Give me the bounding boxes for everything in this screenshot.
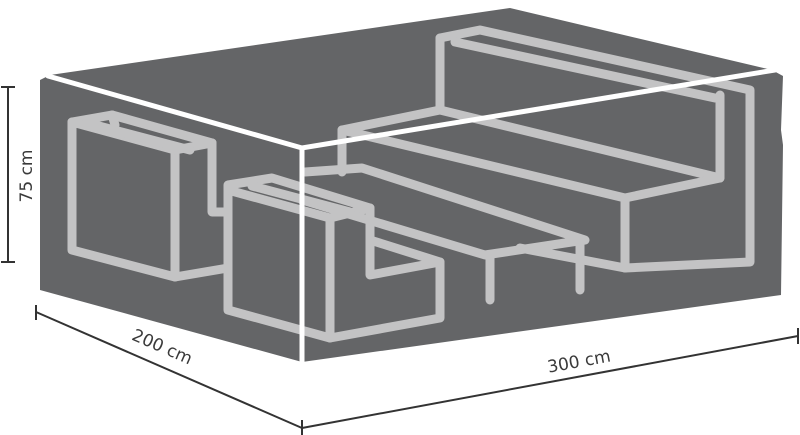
- coffee-table: [297, 163, 590, 305]
- depth-label: 200 cm: [129, 326, 195, 370]
- cover-seams: [45, 67, 778, 367]
- width-dimension: [301, 328, 799, 429]
- armchair-left: [67, 110, 233, 282]
- furniture-outlines: [67, 25, 755, 343]
- height-label: 75 cm: [17, 150, 37, 203]
- height-dimension: [1, 86, 15, 263]
- l-shaped-sofa: [337, 25, 755, 273]
